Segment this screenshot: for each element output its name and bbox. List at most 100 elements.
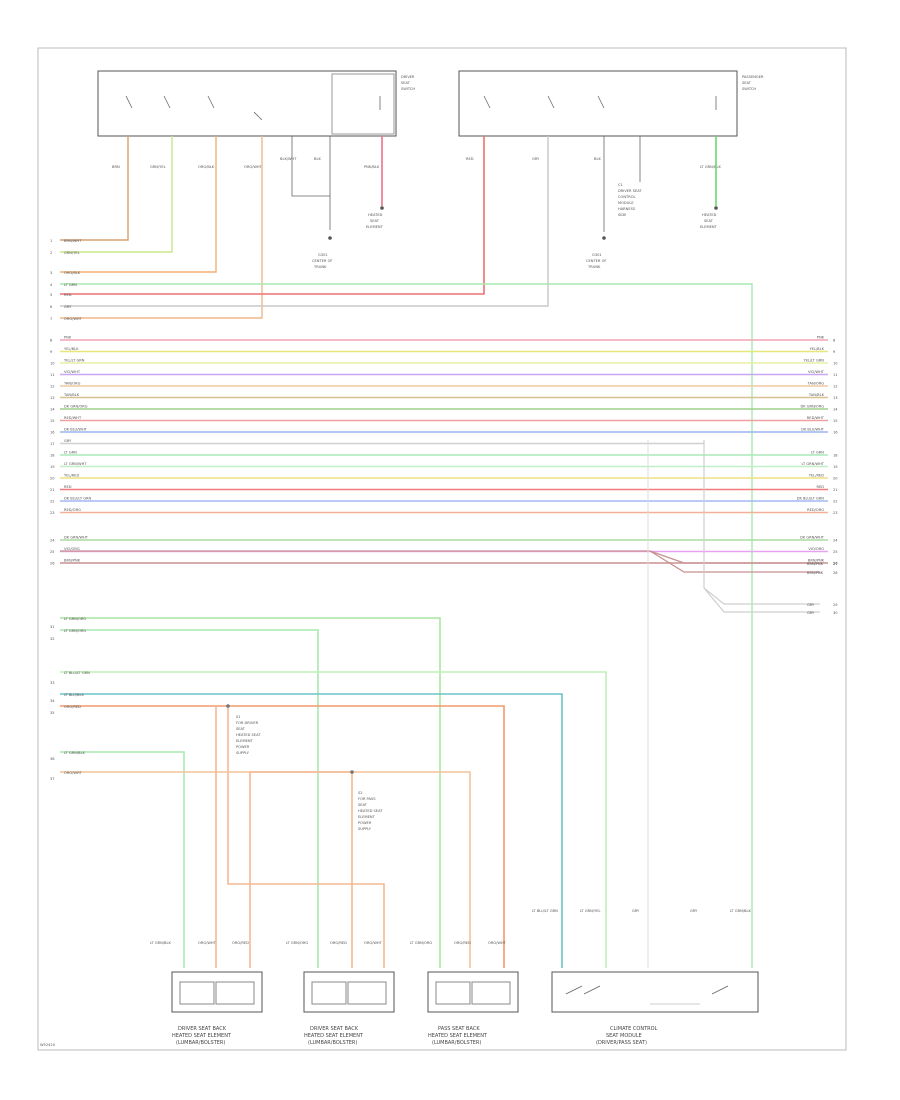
wire-label: ORG/RED [64, 705, 81, 709]
extra-label: GRY [807, 603, 815, 607]
bottom-component-3: LT GRN/ORG ORG/RED ORG/WHT PASS SEAT BAC… [410, 941, 519, 1046]
bus-num-left: 26 [50, 562, 55, 566]
bus-num-left: 12 [50, 385, 55, 389]
bus-num-right: 12 [833, 385, 838, 389]
wire-label: LT BLU/LT GRN [64, 671, 90, 675]
driver-seat-switch-caption: DRIVER SEAT SWITCH [401, 75, 416, 91]
harness-num: 1 [50, 239, 52, 243]
harness-num: 6 [50, 305, 53, 309]
bus-label-left: VIO/ORG [64, 547, 80, 551]
bus-label-right: RED/WHT [807, 416, 825, 420]
bus-num-left: 25 [50, 550, 55, 554]
harness-label: RED [64, 293, 72, 297]
wire-label: GRY [532, 157, 540, 161]
svg-text:CLIMATE CONTROL SEAT MOD: CLIMATE CONTROL SEAT MODULE (DRIVER/PASS… [596, 1026, 659, 1046]
wire-num: 37 [50, 777, 55, 781]
bus-num-left: 15 [50, 419, 55, 423]
bus-label-left: DK BLU/LT GRN [64, 497, 92, 501]
bus-num-right: 11 [833, 373, 838, 377]
bus-label-left: LT GRN/WHT [64, 462, 87, 466]
harness-label: ORG/BLK [64, 271, 81, 275]
svg-text:DRIVER SEAT BACK HEATED: DRIVER SEAT BACK HEATED SEAT ELEMENT (LU… [172, 1026, 233, 1046]
right-extra-labels: BRN/PNK 27 BRN/PNK 28 GRY 29 GRY 30 [807, 562, 838, 615]
harness-label: GRY [64, 305, 72, 309]
wire-label: BLK/WHT [280, 157, 297, 161]
splice-dot [350, 770, 354, 774]
bus-num-left: 16 [50, 431, 55, 435]
bus-num-right: 25 [833, 550, 838, 554]
bus-label-left: TAN/BLK [63, 393, 80, 397]
wire-label: BRN [112, 165, 120, 169]
svg-text:S2 FOR PASS SEAT: S2 FOR PASS SEAT HEATED SEAT ELEMENT POW… [358, 791, 384, 831]
bus-label-left: TAN/ORG [63, 382, 81, 386]
bus-num-left: 21 [50, 488, 55, 492]
wire-label: BLK [594, 157, 601, 161]
passenger-seat-switch-caption: PASSENGER SEAT SWITCH [742, 75, 765, 91]
bus-num-right: 26 [833, 562, 838, 566]
bus-label-left: YEL/LT GRN [64, 359, 85, 363]
bus-num-left: 10 [50, 362, 55, 366]
extra-num: 27 [833, 562, 838, 566]
bus-label-left: DK BLU/WHT [64, 428, 88, 432]
bus-label-right: LT GRN/WHT [802, 462, 825, 466]
bus-num-right: 18 [833, 454, 838, 458]
bus-label-right: DK GRN/WHT [800, 536, 825, 540]
diagram-frame [37, 47, 847, 1051]
right-extra-wires [60, 440, 820, 613]
bus-label-left: RED/ORG [64, 508, 81, 512]
wire-label: LT GRN/ORG [64, 617, 86, 621]
wire-num: 34 [50, 699, 55, 703]
switch-wires [60, 136, 717, 319]
bus-num-right: 24 [833, 539, 838, 543]
top-left-wire-labels: BRN GRN/YEL ORG/BLK ORG/WHT BLK/WHT BLK … [112, 157, 380, 169]
wire-num: 31 [50, 625, 55, 629]
bus-label-left: RED/WHT [64, 416, 82, 420]
bus-num-left: 23 [50, 511, 55, 515]
bottom-component-1: LT GRN/BLK ORG/WHT ORG/RED DRIVER SEAT B… [150, 941, 263, 1046]
svg-text:S1 FOR DRIVER SEAT: S1 FOR DRIVER SEAT HEATED SEAT ELEMENT P… [236, 715, 262, 755]
bus-num-left: 17 [50, 442, 55, 446]
bus-label-right: YEL/RED [809, 474, 824, 478]
harness-num: 2 [50, 251, 52, 255]
bus-num-right: 19 [833, 465, 838, 469]
bus-label-left: PNK [64, 336, 72, 340]
wire-label: LT GRN/BLK [64, 751, 85, 755]
bus-label-left: RED [64, 485, 72, 489]
svg-text:LT GRN/ORG ORG/RED: LT GRN/ORG ORG/RED ORG/WHT [286, 941, 383, 945]
bus-num-right: 21 [833, 488, 838, 492]
bus-num-right: 8 [833, 339, 836, 343]
extra-label: GRY [807, 611, 815, 615]
bus-label-right: DK GRN/ORG [800, 405, 824, 409]
wire-num: 32 [50, 637, 55, 641]
bus-num-left: 19 [50, 465, 55, 469]
harness-num: 4 [50, 283, 53, 287]
extra-label: BRN/PNK [807, 562, 824, 566]
bus-num-left: 22 [50, 500, 55, 504]
bus-label-left: DK GRN/ORG [64, 405, 88, 409]
bus-label-left: YEL/RED [64, 474, 79, 478]
wire-label: ORG/WHT [64, 771, 83, 775]
upper-harness-labels: 1 BRN/WHT 2 GRN/YEL 3 ORG/BLK 4 LT GRN 5… [50, 239, 83, 321]
extra-num: 30 [833, 611, 838, 615]
svg-text:PASS SEAT BACK HEATED SE: PASS SEAT BACK HEATED SEAT ELEMENT (LUMB… [428, 1026, 489, 1046]
bus-label-right: PNK [817, 336, 825, 340]
bus-num-left: 18 [50, 454, 55, 458]
wire-label: LT BLU/BLK [64, 693, 84, 697]
wire-num: 33 [50, 681, 55, 685]
lower-wires [60, 440, 649, 968]
bus-label-left: DK GRN/WHT [64, 536, 89, 540]
svg-text:LT GRN/ORG ORG/RED: LT GRN/ORG ORG/RED ORG/WHT [410, 941, 507, 945]
bus-num-right: 14 [833, 408, 838, 412]
bus-label-right: LT GRN [811, 451, 824, 455]
splice-note-2: S2 FOR PASS SEAT HEATED SEAT ELEMENT POW… [358, 791, 384, 831]
